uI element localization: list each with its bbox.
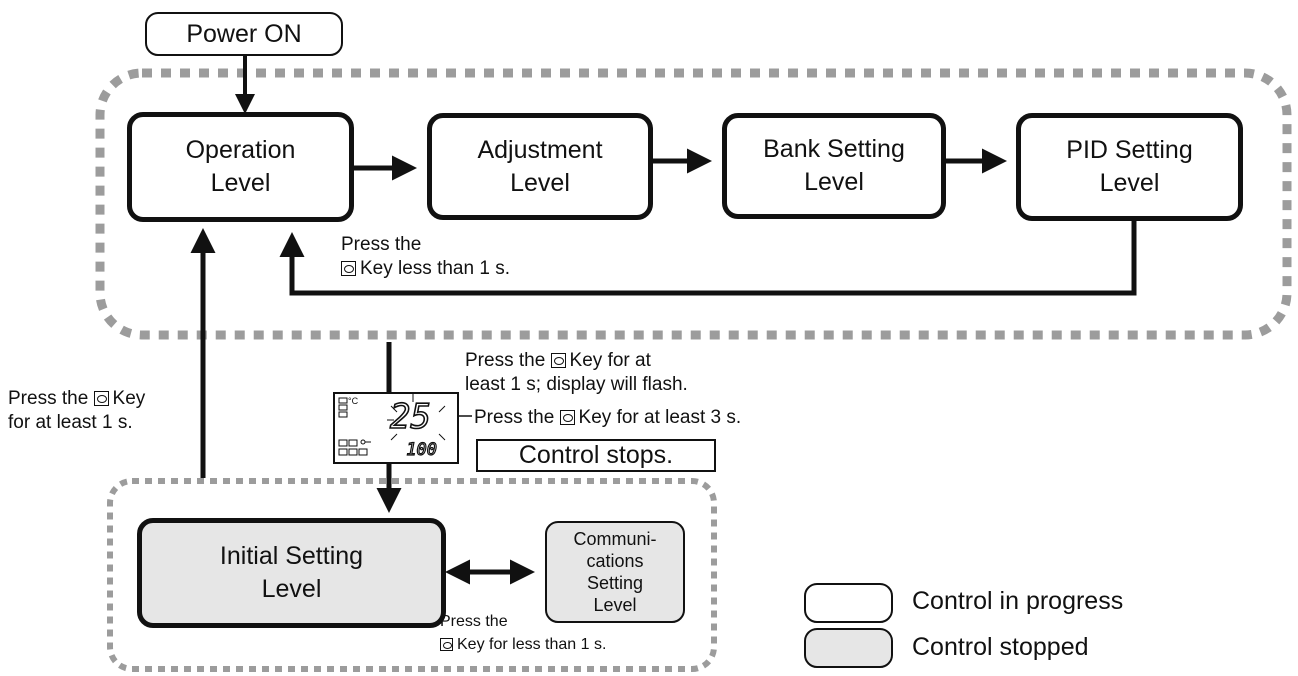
pid-setting-level-label: PID Setting Level [1066, 136, 1193, 197]
comm-note-line2: Key for less than 1 s. [440, 634, 606, 656]
operation-level-node: Operation Level [127, 112, 354, 222]
legend-stopped-swatch [804, 628, 893, 668]
left-note-line2: for at least 1 s. [8, 412, 133, 433]
return-note-line2: Key less than 1 s. [341, 257, 510, 280]
mode-key-icon [341, 261, 356, 276]
legend-in-progress-swatch [804, 583, 893, 623]
adjustment-level-node: Adjustment Level [427, 113, 653, 220]
mode-key-icon [550, 353, 566, 368]
three-second-note: Press the Key for at least 3 s. [474, 407, 742, 428]
power-on-node: Power ON [145, 12, 343, 56]
communications-setting-level-node: Communi- cations Setting Level [545, 521, 685, 623]
mode-key-icon [559, 410, 575, 425]
display-main-value: 25 [390, 397, 431, 437]
comm-note-line1: Press the [440, 613, 508, 630]
mode-key-icon [440, 638, 453, 651]
bottom-group-border [107, 478, 717, 672]
flash-note-line1: Press the Key for at [465, 350, 651, 371]
bank-setting-level-label: Bank Setting Level [763, 135, 905, 196]
bank-setting-level-node: Bank Setting Level [722, 113, 946, 219]
control-stops-box: Control stops. [476, 439, 716, 472]
pid-setting-level-node: PID Setting Level [1016, 113, 1243, 221]
legend-in-progress-label: Control in progress [912, 587, 1124, 615]
initial-setting-level-label: Initial Setting Level [219, 542, 364, 603]
legend-stopped-label: Control stopped [912, 633, 1089, 661]
mode-key-icon [93, 391, 109, 406]
flash-note-line2: least 1 s; display will flash. [465, 374, 688, 395]
communications-setting-level-label: Communi- cations Setting Level [573, 529, 657, 615]
controller-display-icon: °C 25 100 [333, 392, 459, 464]
left-note-line1: Press the Key [8, 388, 146, 409]
initial-setting-level-node: Initial Setting Level [137, 518, 446, 628]
operation-level-label: Operation Level [185, 136, 296, 197]
display-sub-value: 100 [406, 440, 437, 460]
adjustment-level-label: Adjustment Level [477, 135, 603, 197]
return-note-line1: Press the [341, 234, 422, 255]
arrow-pid-return [279, 221, 1137, 296]
display-unit: °C [348, 396, 359, 406]
top-group-border [95, 68, 1292, 340]
power-on-label: Power ON [186, 19, 302, 48]
